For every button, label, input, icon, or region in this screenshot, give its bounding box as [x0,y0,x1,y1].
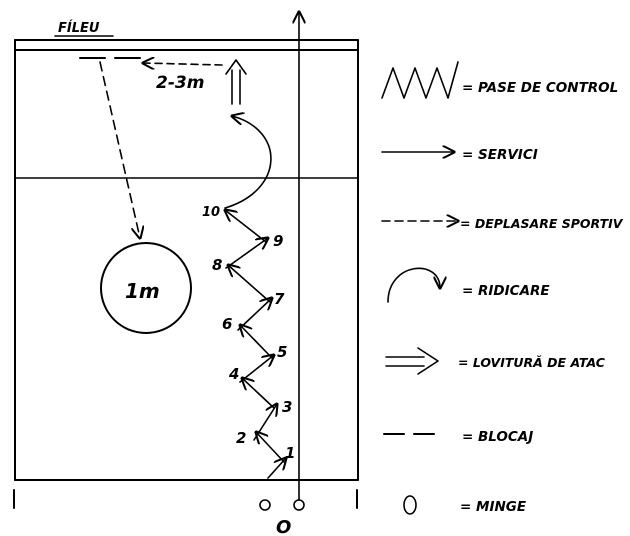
zigzag-icon [381,61,459,99]
legend-label: = LOVITURĂ DE ATAC [458,355,606,370]
pass-number: 3 [282,398,292,416]
attack-arrow [225,59,247,105]
distance-arrow [143,63,223,65]
target-circle [100,242,192,334]
court: FÍLEU [14,20,359,481]
attack-arrow-head [225,59,247,75]
pass-number: 5 [277,343,287,361]
distance-label: 2-3m [156,73,204,93]
double-arrow-head [417,347,439,375]
net-label: FÍLEU [58,20,100,36]
player-movement-arrow [99,61,140,238]
pass-number: 7 [274,290,285,308]
pass-arrow [239,355,274,383]
set-curve-arrow [224,116,272,209]
legend-label: = MINGE [460,499,527,515]
legend-label: = BLOCAJ [462,429,533,445]
circle-label: 1m [125,279,160,303]
legend-label: = RIDICARE [462,283,550,299]
legend-label: = PASE DE CONTROL [462,80,618,96]
pass-number: 10 [202,205,220,220]
pass-number: 6 [222,315,232,333]
ball-icon [403,495,417,515]
pass-arrow [256,432,285,463]
pass-arrow [253,404,277,441]
pass-arrow [225,210,267,243]
pass-number: 2 [236,429,246,447]
pass-number: 4 [228,365,239,383]
legend-label: = DEPLASARE SPORTIV [460,216,624,231]
double-arrow-icon [385,347,439,375]
pass-number: 1 [285,444,295,462]
pass-arrow [242,378,275,409]
origin-label: O [276,517,291,536]
pass-number: 9 [273,232,283,250]
legend-label: = SERVICI [462,147,538,163]
pass-arrow [237,298,272,331]
legend: = PASE DE CONTROL = SERVICI = DEPLASARE … [381,61,624,515]
pass-number: 8 [212,256,222,274]
control-pass-zigzag [225,210,286,479]
curved-arrow-icon [387,267,440,303]
ball-icon [259,499,271,511]
pass-arrow [225,238,268,269]
baseline-ticks [13,489,358,509]
ball-icon [293,499,305,511]
pass-arrow [228,265,271,303]
pass-arrow [240,325,273,359]
zigzag-numbers: 1 2 3 4 5 6 7 8 9 10 [202,205,295,462]
